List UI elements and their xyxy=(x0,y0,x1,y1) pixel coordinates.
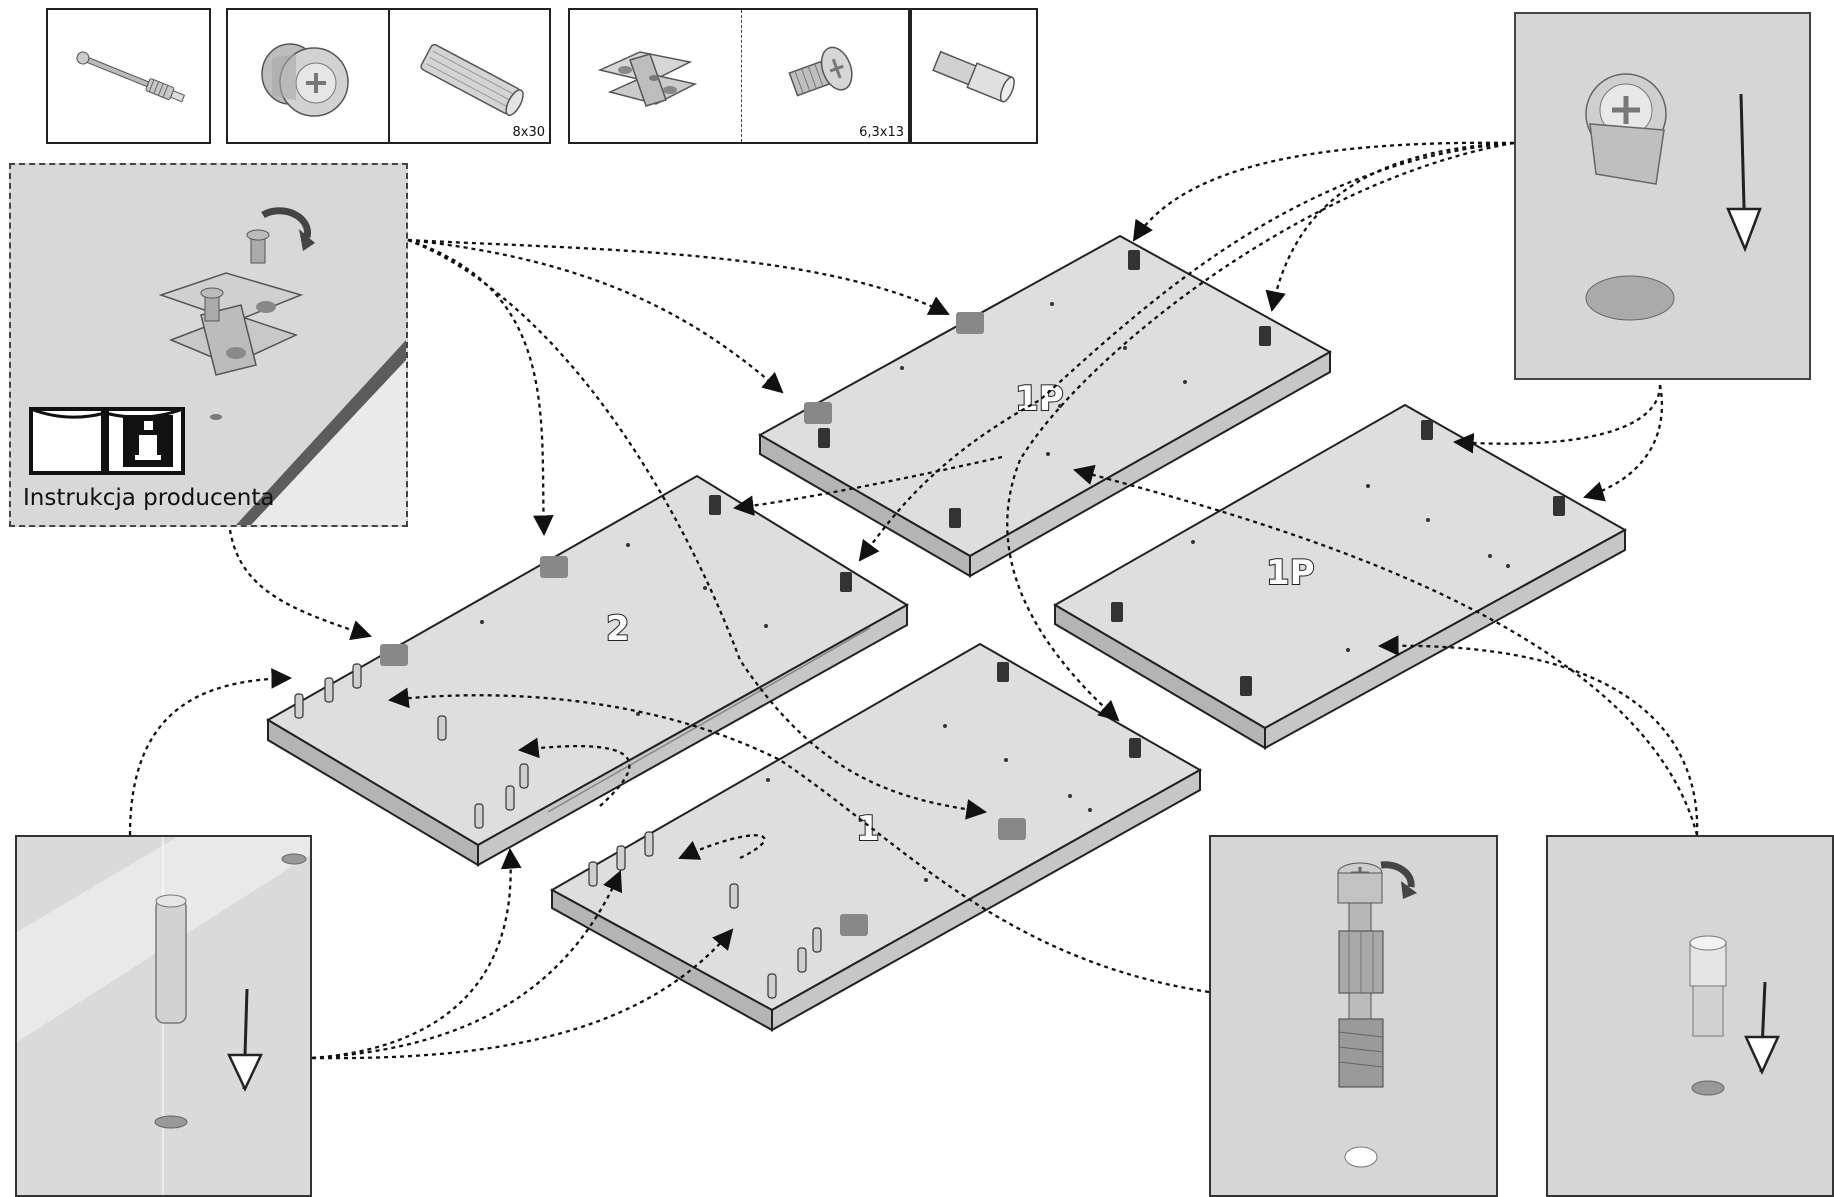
cam-bolt-insert-icon xyxy=(1337,861,1417,1168)
screw-icon xyxy=(788,46,853,97)
board-1p-right: 1P xyxy=(1053,403,1628,750)
board-label: 1 xyxy=(856,809,880,849)
hardware-box-shelf-pin xyxy=(910,8,1038,144)
board-1p-top: 1P xyxy=(757,234,1333,578)
hardware-cell-cam-lock xyxy=(228,10,390,142)
hardware-cell-screw: 6,3x13 xyxy=(742,10,908,142)
dowel-insert-icon xyxy=(17,837,310,1195)
cam-bolt-detail-panel xyxy=(1209,835,1498,1197)
manual-info-icon xyxy=(29,407,185,475)
hardware-cell-dowel: 8x30 xyxy=(390,10,549,142)
dowel-detail-panel xyxy=(15,835,312,1197)
screw-size-label: 6,3x13 xyxy=(859,125,904,140)
cam-lock-icon xyxy=(261,43,349,117)
hinge-detail-panel: Instrukcja producenta xyxy=(9,163,408,527)
wooden-dowel-icon xyxy=(420,43,524,117)
board-label: 2 xyxy=(606,609,630,649)
shelf-pin-insert-icon xyxy=(1689,935,1780,1096)
cam-lock-detail-panel xyxy=(1514,12,1811,380)
shelf-pin-icon xyxy=(932,50,1015,103)
cam-lock-insert-icon xyxy=(1585,73,1762,321)
cam-bolt-icon xyxy=(76,51,186,103)
board-label: 1P xyxy=(1015,379,1064,419)
hardware-cell-hinge-plate xyxy=(570,10,742,142)
hinge-plate-icon xyxy=(597,51,698,107)
hardware-box-hinge-screw: 6,3x13 xyxy=(568,8,910,144)
dowel-size-label: 8x30 xyxy=(512,125,545,140)
board-1: 1 xyxy=(549,642,1203,1032)
manufacturer-instructions-label: Instrukcja producenta xyxy=(23,485,275,511)
hardware-box-cam-dowel: 8x30 xyxy=(226,8,551,144)
board-2: 2 xyxy=(266,474,909,867)
shelf-pin-detail-panel xyxy=(1546,835,1834,1197)
board-label: 1P xyxy=(1266,553,1315,593)
hardware-box-cam-bolt xyxy=(46,8,211,144)
